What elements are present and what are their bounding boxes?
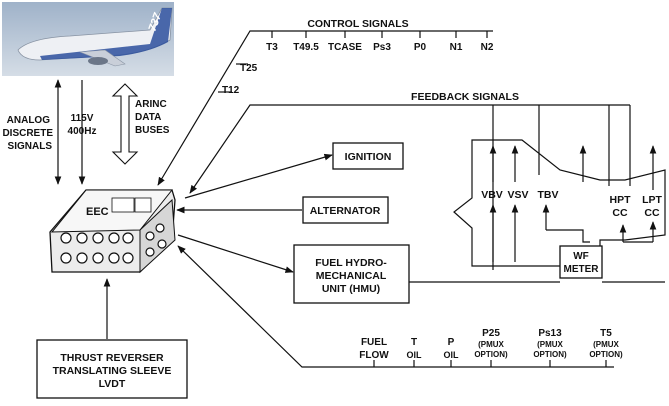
wf-label-1: WF — [573, 251, 589, 262]
t5-label-1: T5 — [600, 328, 612, 339]
hmu-box — [293, 244, 410, 304]
alternator-box — [302, 196, 389, 224]
arinc-label-3: BUSES — [135, 125, 170, 136]
ignition-label: IGNITION — [345, 151, 392, 163]
hmu-label-2: MECHANICAL — [316, 270, 387, 282]
ps13-label-2: (PMUX — [537, 340, 563, 349]
arinc-double-arrow — [111, 83, 139, 165]
thrust-label-1: THRUST REVERSER — [60, 352, 164, 364]
analog-label-2: DISCRETE — [2, 128, 53, 139]
hpt-label-1: HPT — [610, 194, 632, 206]
ps13-label-3: OPTION) — [533, 350, 567, 359]
tbv-label: TBV — [538, 189, 559, 201]
lpt-label-2: CC — [644, 207, 660, 219]
control-signal-label: N2 — [481, 42, 494, 53]
arinc-label-1: ARINC — [135, 99, 167, 110]
analog-label-3: SIGNALS — [8, 141, 53, 152]
poil-label-1: P — [448, 337, 455, 348]
control-signal-labels: T3 T49.5 TCASE Ps3 P0 N1 N2 — [266, 42, 494, 53]
wf-label-2: METER — [564, 264, 600, 275]
control-signal-label: N1 — [450, 42, 463, 53]
control-signal-label: P0 — [414, 42, 427, 53]
vsv-label: VSV — [507, 189, 528, 201]
control-signals-title: CONTROL SIGNALS — [307, 18, 408, 30]
wf-meter-box — [559, 245, 603, 279]
eec-unit: EEC — [49, 189, 176, 274]
lpt-label-1: LPT — [642, 194, 662, 206]
vbv-label: VBV — [481, 189, 503, 201]
t25-label: T25 — [240, 63, 258, 74]
engine-outline — [453, 139, 666, 267]
fuel-flow-label-1: FUEL — [361, 337, 387, 348]
eec-label: EEC — [86, 206, 109, 218]
tbv-hmu-link — [546, 229, 590, 243]
t5-label-3: OPTION) — [589, 350, 623, 359]
power-label-2: 400Hz — [68, 126, 97, 137]
power-label-1: 115V — [71, 113, 94, 124]
bottom-sensor-bus-line — [177, 245, 614, 368]
hpt-label-2: CC — [612, 207, 628, 219]
fuel-flow-label-2: FLOW — [359, 350, 389, 361]
hmu-command-arrow — [177, 234, 294, 273]
p25-label-3: OPTION) — [474, 350, 508, 359]
toil-label-2: OIL — [407, 350, 423, 360]
p25-label-1: P25 — [482, 328, 500, 339]
t12-label: T12 — [222, 85, 240, 96]
ignition-arrow — [184, 153, 333, 199]
feedback-bus-line — [189, 104, 630, 194]
poil-label-2: OIL — [444, 350, 460, 360]
thrust-label-2: TRANSLATING SLEEVE — [53, 365, 172, 377]
thrust-reverser-box — [36, 339, 188, 399]
hmu-label-3: UNIT (HMU) — [322, 283, 380, 295]
thrust-label-3: LVDT — [99, 378, 126, 390]
control-signal-bus-line — [157, 30, 493, 186]
alternator-label: ALTERNATOR — [310, 205, 381, 217]
ignition-box — [332, 142, 404, 170]
control-signal-label: T49.5 — [293, 42, 319, 53]
p25-label-2: (PMUX — [478, 340, 504, 349]
t5-label-2: (PMUX — [593, 340, 619, 349]
toil-label-1: T — [411, 337, 417, 348]
aircraft-image: 737 — [2, 2, 174, 76]
control-signal-ticks — [271, 31, 488, 38]
hmu-label-1: FUEL HYDRO- — [315, 257, 387, 269]
control-signal-label: TCASE — [328, 42, 362, 53]
bottom-sensor-ticks — [373, 360, 607, 367]
feedback-signals-title: FEEDBACK SIGNALS — [411, 91, 519, 103]
control-signal-label: Ps3 — [373, 42, 391, 53]
ps13-label-1: Ps13 — [538, 328, 562, 339]
analog-label-1: ANALOG — [7, 115, 51, 126]
arinc-label-2: DATA — [135, 112, 161, 123]
control-signal-label: T3 — [266, 42, 278, 53]
